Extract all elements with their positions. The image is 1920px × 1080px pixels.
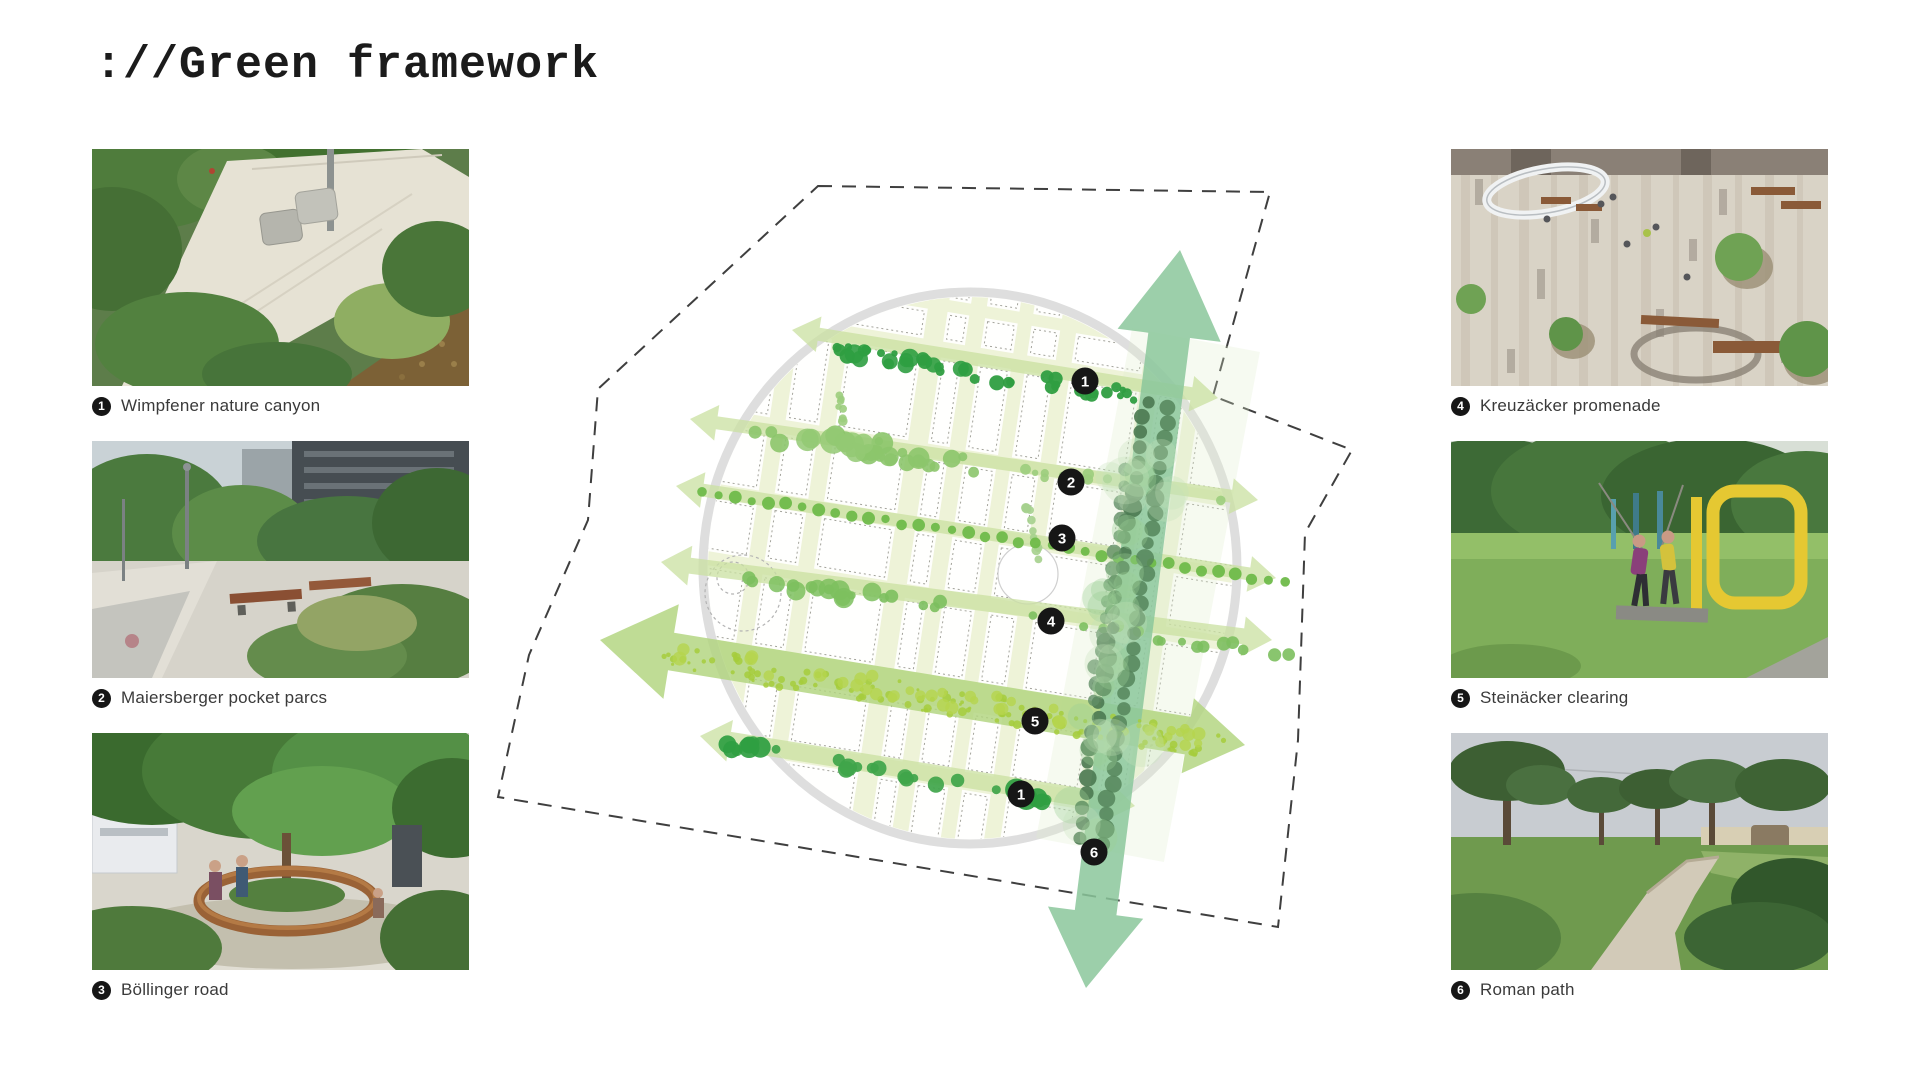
corridor-arrow-3 [676, 472, 1276, 592]
caption-text: Roman path [1480, 980, 1575, 999]
number-badge: 6 [1451, 980, 1470, 1000]
number-badge: 3 [92, 980, 111, 1000]
caption-text: Wimpfener nature canyon [121, 396, 321, 415]
corridor-arrow-1 [792, 316, 1218, 412]
diagram-marker-6: 6 [1080, 838, 1108, 866]
caption-text: Maiersberger pocket parcs [121, 688, 328, 707]
figure-maiersberger-pocket-parcs: 2 Maiersberger pocket parcs [92, 441, 469, 709]
number-badge: 1 [92, 396, 111, 416]
diagram-marker-1: 1 [1071, 367, 1099, 395]
photo-roman-path [1451, 733, 1828, 970]
page-title: ://Green framework [95, 40, 600, 91]
svg-text:5: 5 [1031, 713, 1039, 730]
svg-text:6: 6 [1090, 844, 1098, 861]
diagram-marker-1: 1 [1007, 780, 1035, 808]
photo-boellinger-road [92, 733, 469, 970]
number-badge: 5 [1451, 688, 1470, 708]
svg-text:3: 3 [1058, 530, 1066, 547]
site-boundary-dashed [496, 184, 1354, 929]
photo-kreuzaecker-promenade [1451, 149, 1828, 386]
figure-wimpfener-nature-canyon: 1 Wimpfener nature canyon [92, 149, 469, 417]
figure-boellinger-road: 3 Böllinger road [92, 733, 469, 1001]
number-badge: 2 [92, 688, 111, 708]
diagram-marker-2: 2 [1057, 468, 1085, 496]
svg-text:1: 1 [1017, 786, 1025, 803]
diagram-marker-4: 4 [1037, 607, 1065, 635]
corridor-arrow-2 [690, 405, 1258, 514]
svg-text:2: 2 [1067, 474, 1075, 491]
figure-steinaecker-clearing: 5 Steinäcker clearing [1451, 441, 1828, 709]
caption-text: Böllinger road [121, 980, 229, 999]
diagram-marker-3: 3 [1048, 524, 1076, 552]
diagram-marker-5: 5 [1021, 707, 1049, 735]
svg-text:1: 1 [1081, 373, 1089, 390]
figure-kreuzaecker-promenade: 4 Kreuzäcker promenade [1451, 149, 1828, 417]
figure-caption: 1 Wimpfener nature canyon [92, 395, 469, 417]
photo-maiersberger-pocket-parcs [92, 441, 469, 678]
svg-text:4: 4 [1047, 613, 1056, 630]
figure-caption: 5 Steinäcker clearing [1451, 687, 1828, 709]
corridor-arrow-4 [661, 545, 1272, 657]
figure-roman-path: 6 Roman path [1451, 733, 1828, 1001]
number-badge: 4 [1451, 396, 1470, 416]
caption-text: Kreuzäcker promenade [1480, 396, 1661, 415]
figure-caption: 4 Kreuzäcker promenade [1451, 395, 1828, 417]
figure-caption: 3 Böllinger road [92, 979, 469, 1001]
figure-caption: 6 Roman path [1451, 979, 1828, 1001]
plaza-circle [997, 543, 1059, 605]
photo-wimpfener-nature-canyon [92, 149, 469, 386]
photo-steinaecker-clearing [1451, 441, 1828, 678]
caption-text: Steinäcker clearing [1480, 688, 1629, 707]
plaza-circle [704, 554, 782, 632]
figure-caption: 2 Maiersberger pocket parcs [92, 687, 469, 709]
tree-dots [661, 342, 1295, 856]
